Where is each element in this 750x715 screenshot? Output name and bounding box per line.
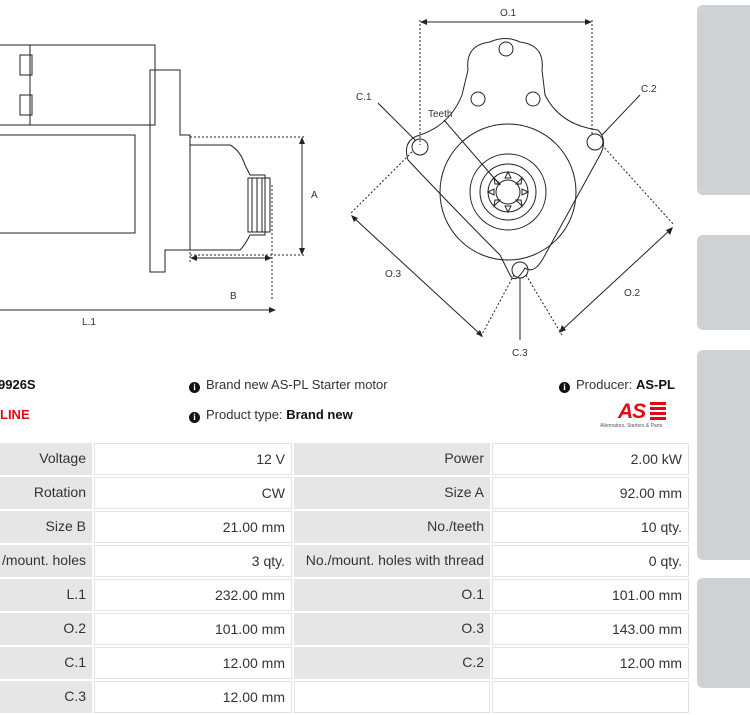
dim-a-label: A <box>311 190 318 201</box>
info-icon: i <box>189 382 200 393</box>
spec-value: 92.00 mm <box>492 477 689 509</box>
spec-value: 12.00 mm <box>492 647 689 679</box>
dim-b-label: B <box>230 291 237 302</box>
spec-label <box>294 681 490 713</box>
spec-value: 12.00 mm <box>94 681 292 713</box>
dim-l1-label: L.1 <box>82 317 96 328</box>
spec-value: 101.00 mm <box>94 613 292 645</box>
c2-label: C.2 <box>641 84 657 95</box>
spec-label: Rotation <box>0 477 92 509</box>
spec-value: CW <box>94 477 292 509</box>
spec-label: O.3 <box>294 613 490 645</box>
spec-value: 232.00 mm <box>94 579 292 611</box>
spec-label: O.2 <box>0 613 92 645</box>
spec-value: 3 qty. <box>94 545 292 577</box>
spec-value: 143.00 mm <box>492 613 689 645</box>
spec-label: No./teeth <box>294 511 490 543</box>
c3-label: C.3 <box>512 348 528 359</box>
spec-label: L.1 <box>0 579 92 611</box>
info-icon: i <box>559 382 570 393</box>
spec-label: /mount. holes <box>0 545 92 577</box>
description-row: i Brand new AS-PL Starter motor <box>189 377 388 393</box>
product-photo-4[interactable] <box>697 578 750 688</box>
spec-label: O.1 <box>294 579 490 611</box>
spec-label: C.3 <box>0 681 92 713</box>
logo-stripes-icon <box>650 402 666 420</box>
spec-label: Size A <box>294 477 490 509</box>
product-photo-2[interactable] <box>697 235 750 330</box>
spec-value: 101.00 mm <box>492 579 689 611</box>
logo-mark: AS <box>618 400 646 423</box>
spec-label: No./mount. holes with thread <box>294 545 490 577</box>
product-photo-1[interactable] <box>697 5 750 195</box>
spec-value: 2.00 kW <box>492 443 689 475</box>
spec-label: Voltage <box>0 443 92 475</box>
spec-label: Size B <box>0 511 92 543</box>
dim-o2-label: O.2 <box>624 288 641 299</box>
producer-label: Producer: <box>576 377 633 392</box>
spec-value <box>492 681 689 713</box>
side-view-drawing: A B L.1 <box>0 44 318 328</box>
spec-value: 0 qty. <box>492 545 689 577</box>
product-photo-3[interactable] <box>697 350 750 560</box>
c1-label: C.1 <box>356 92 372 103</box>
product-line: LINE <box>0 407 30 422</box>
spec-value: 10 qty. <box>492 511 689 543</box>
producer-row: i Producer: AS-PL <box>559 377 675 393</box>
dim-o1-label: O.1 <box>500 8 517 19</box>
spec-value: 21.00 mm <box>94 511 292 543</box>
product-type-label: Product type: <box>206 407 283 422</box>
producer-value: AS-PL <box>636 377 675 392</box>
product-type-row: i Product type: Brand new <box>189 407 353 423</box>
spec-label: C.2 <box>294 647 490 679</box>
dim-o3-label: O.3 <box>385 269 402 280</box>
spec-label: C.1 <box>0 647 92 679</box>
product-code: 9926S <box>0 377 36 392</box>
info-icon: i <box>189 412 200 423</box>
as-pl-logo: AS Alternators, Starters & Parts <box>600 400 680 432</box>
spec-label: Power <box>294 443 490 475</box>
description-text: Brand new AS-PL Starter motor <box>206 377 388 392</box>
logo-tagline: Alternators, Starters & Parts <box>600 423 663 429</box>
spec-value: 12 V <box>94 443 292 475</box>
teeth-label: Teeth <box>428 109 452 120</box>
front-view-drawing: O.1 Teeth C.1 C.2 C.3 O.2 O.3 <box>349 8 675 359</box>
spec-value: 12.00 mm <box>94 647 292 679</box>
product-type-value: Brand new <box>286 407 353 422</box>
